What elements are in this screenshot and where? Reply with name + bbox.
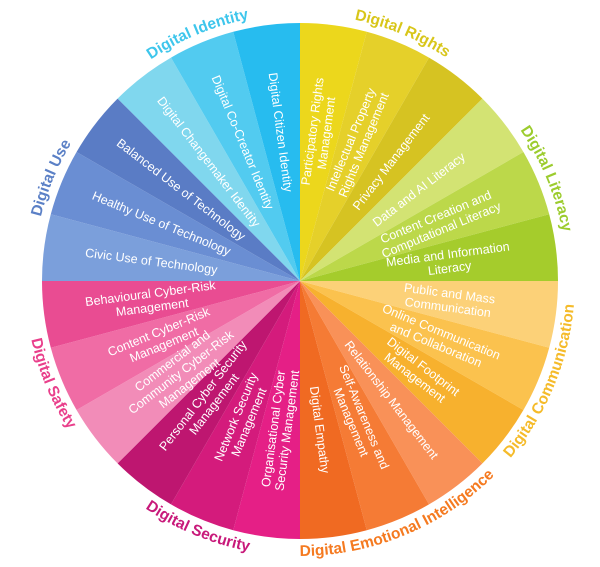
- wheel-slice-digital-citizen-identity: [233, 23, 300, 281]
- wheel-slice-network-security-management: [171, 281, 300, 531]
- wheel-slice-civic-use-of-technology: [42, 214, 300, 281]
- wheel-slice-behavioural-cyber-risk-management: [42, 281, 300, 348]
- wheel-slices: [42, 23, 558, 539]
- wheel-slice-digital-co-creator-identity: [171, 31, 300, 281]
- wheel-slice-online-communication-and-collaboration: [300, 281, 550, 410]
- wheel-slice-digital-changemaker-identity: [117, 57, 300, 281]
- wheel-slice-healthy-use-of-technology: [50, 152, 300, 281]
- wheel-slice-self-awareness-and-management: [300, 281, 429, 531]
- wheel-slice-participatory-rights-management: [300, 23, 367, 281]
- wheel-slice-data-and-ai-literacy: [300, 98, 524, 281]
- wheel-slice-digital-footprint-management: [300, 281, 524, 464]
- wheel-slice-content-creation-and-computational-literacy: [300, 152, 550, 281]
- wheel-slice-content-cyber-risk-management: [50, 281, 300, 410]
- wheel-slice-privacy-management: [300, 57, 483, 281]
- wheel-slice-public-and-mass-communication: [300, 281, 558, 348]
- wheel-slice-balanced-use-of-technology: [76, 98, 300, 281]
- wheel-slice-intellectual-property-rights-management: [300, 31, 429, 281]
- wheel-slice-media-and-information-literacy: [300, 214, 558, 281]
- wheel-slice-personal-cyber-security-management: [117, 281, 300, 505]
- wheel-slice-digital-empathy: [300, 281, 367, 539]
- wheel-slice-commercial-and-community-cyber-risk-management: [76, 281, 300, 464]
- wheel-slice-relationship-management: [300, 281, 483, 505]
- wheel-slice-organisational-cyber-security-management: [233, 281, 300, 539]
